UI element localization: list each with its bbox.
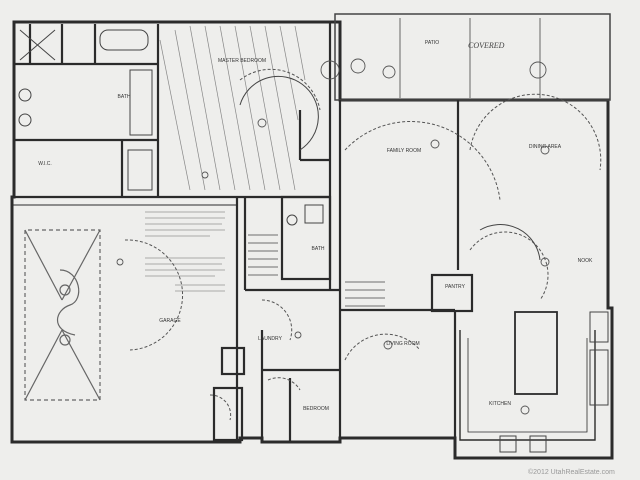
label-pantry: PANTRY <box>445 284 465 290</box>
label-nook: NOOK <box>578 258 593 264</box>
label-bath-2: BATH <box>312 246 325 252</box>
garage-notes <box>145 211 225 292</box>
label-porch: COVERED <box>468 41 505 50</box>
label-closet: W.I.C. <box>38 161 52 167</box>
watermark: ©2012 UtahRealEstate.com <box>528 468 615 476</box>
label-laundry: LAUNDRY <box>258 336 282 342</box>
fixtures <box>18 29 609 453</box>
label-patio: PATIO <box>425 40 439 46</box>
label-dining-room: DINING AREA <box>529 144 562 150</box>
staircase <box>248 234 385 307</box>
label-bedroom: BEDROOM <box>303 406 329 412</box>
arcs <box>239 75 541 261</box>
label-kitchen: KITCHEN <box>489 401 511 407</box>
door-swings <box>124 68 602 421</box>
label-living-room: LIVING ROOM <box>386 341 419 347</box>
interior-walls <box>12 22 596 442</box>
label-family-room: FAMILY ROOM <box>387 148 421 154</box>
label-bath: BATH <box>118 94 131 100</box>
electrical-symbols <box>116 58 550 415</box>
label-master-bedroom: MASTER BEDROOM <box>218 58 266 64</box>
patio-outline <box>334 13 611 101</box>
label-garage: GARAGE <box>159 318 181 324</box>
garage-car <box>24 229 101 401</box>
